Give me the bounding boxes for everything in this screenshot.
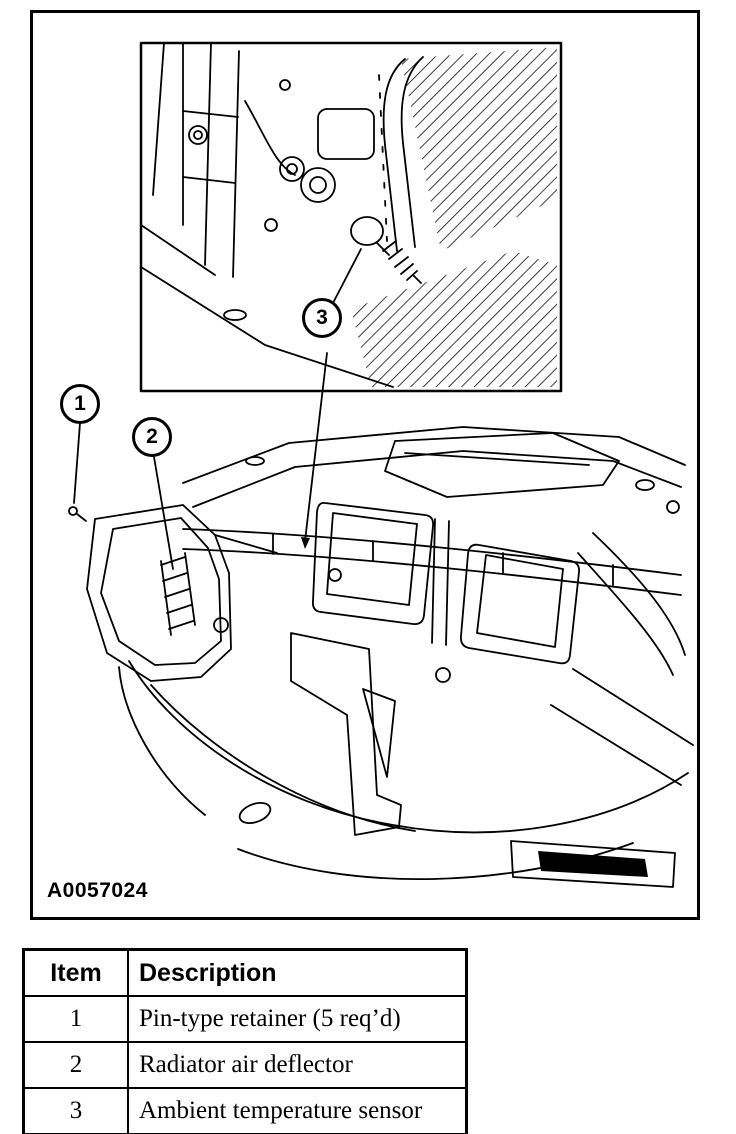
item-cell: 2 — [22, 1041, 129, 1089]
parts-table: Item Description 1 Pin-type retainer (5 … — [22, 948, 468, 1134]
table-header-description: Description — [127, 948, 468, 997]
radiator-hatching — [351, 47, 557, 387]
radiator-air-deflector — [86, 504, 278, 682]
sensor-wire — [244, 100, 296, 176]
figure-frame: 1 2 3 A0057024 — [30, 10, 700, 920]
sensor-connector — [279, 156, 336, 203]
callout-3-leader — [332, 248, 362, 304]
table-row: 3 Ambient temperature sensor — [22, 1087, 468, 1134]
table-row: 1 Pin-type retainer (5 req’d) — [22, 995, 468, 1043]
table-header-row: Item Description — [22, 948, 468, 997]
center-support-column — [290, 632, 402, 836]
bolt-hole — [213, 617, 229, 633]
item-cell: 3 — [22, 1087, 129, 1134]
bolt-hole — [328, 568, 342, 582]
figure-id-label: A0057024 — [47, 879, 148, 902]
radiator-edge-inner — [400, 56, 424, 248]
sensor-location-leader — [304, 352, 328, 542]
callout-3: 3 — [302, 298, 342, 338]
tow-hook — [238, 802, 272, 824]
table-header-item: Item — [22, 948, 129, 997]
trim-outline — [510, 840, 676, 888]
cowl-panel — [384, 432, 620, 498]
headlamp-openings — [312, 502, 580, 665]
description-cell: Radiator air deflector — [127, 1041, 468, 1089]
technical-illustration — [68, 41, 694, 888]
description-cell: Pin-type retainer (5 req’d) — [127, 995, 468, 1043]
callout-2-leader — [153, 456, 174, 570]
inset-detail-view — [140, 42, 557, 388]
pin-type-retainer — [68, 506, 87, 522]
table-row: 2 Radiator air deflector — [22, 1041, 468, 1089]
lower-fascia — [118, 532, 694, 881]
bolt-hole — [435, 667, 451, 683]
inset-frame — [139, 41, 563, 393]
radiator-edge — [382, 58, 406, 252]
ambient-temperature-sensor — [350, 216, 422, 284]
pillar-structure — [140, 42, 394, 388]
callout-1-leader — [73, 422, 81, 504]
callout-3-number: 3 — [316, 306, 328, 329]
main-front-end-view — [68, 422, 694, 888]
leader-arrowhead — [301, 537, 310, 549]
item-cell: 1 — [22, 995, 129, 1043]
callout-1: 1 — [60, 384, 100, 424]
callout-1-number: 1 — [74, 392, 86, 415]
callout-2-number: 2 — [146, 425, 158, 448]
description-cell: Ambient temperature sensor — [127, 1087, 468, 1134]
callout-2: 2 — [132, 417, 172, 457]
dark-trim-shape — [538, 851, 648, 877]
